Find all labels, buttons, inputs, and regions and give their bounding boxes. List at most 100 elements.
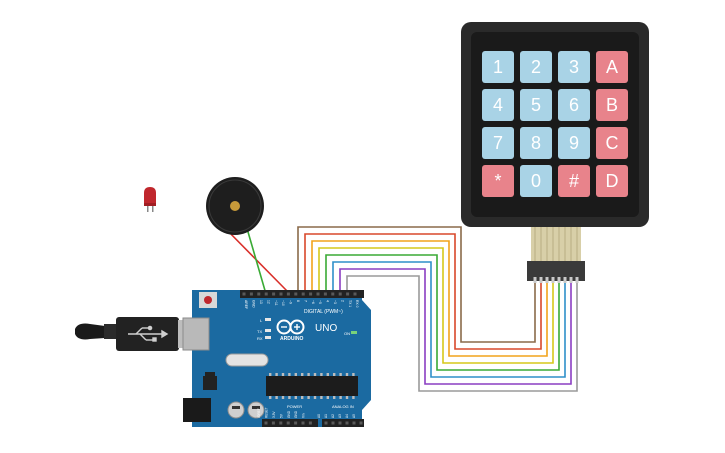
power-header [262, 419, 318, 427]
wire-7[interactable] [339, 268, 572, 385]
key-face [558, 127, 590, 159]
digital-pin-hole[interactable] [331, 292, 335, 296]
power-pin-hole[interactable] [271, 421, 275, 425]
digital-pin-label: 13 [259, 300, 263, 304]
digital-pin-hole[interactable] [272, 292, 276, 296]
key-9[interactable]: 9 [558, 127, 590, 159]
keypad-connector [527, 261, 585, 281]
power-pin-hole[interactable] [308, 421, 312, 425]
arduino-logo [276, 319, 305, 335]
digital-pin-label: 4 [326, 300, 330, 302]
digital-pin-hole[interactable] [338, 292, 342, 296]
key-d[interactable]: D [596, 165, 628, 197]
key-0[interactable]: 0 [520, 165, 552, 197]
wire-2[interactable] [304, 233, 542, 350]
digital-pin-hole[interactable] [242, 292, 246, 296]
power-pin-hole[interactable] [301, 421, 305, 425]
digital-pin-label: ~9 [289, 300, 293, 304]
led-rx-label: RX [257, 336, 263, 341]
wire-3[interactable] [311, 240, 548, 357]
key-7[interactable]: 7 [482, 127, 514, 159]
analog-pin-label: A2 [331, 414, 335, 418]
connector-pin [533, 277, 537, 283]
wire-4[interactable] [318, 247, 554, 364]
key-label: C [606, 133, 619, 153]
chip-pin [294, 396, 297, 399]
key-5[interactable]: 5 [520, 89, 552, 121]
power-pin-hole[interactable] [294, 421, 298, 425]
digital-pin-hole[interactable] [301, 292, 305, 296]
power-pin-hole[interactable] [264, 421, 268, 425]
wire-5[interactable] [325, 254, 560, 371]
digital-pin-hole[interactable] [316, 292, 320, 296]
key-face [520, 51, 552, 83]
analog-pin-hole[interactable] [345, 421, 349, 425]
connector-pin [557, 277, 561, 283]
on-led-label: ON [344, 331, 350, 336]
digital-pin-label: GND [252, 300, 256, 308]
power-pin-hole[interactable] [279, 421, 283, 425]
key-hash[interactable]: # [558, 165, 590, 197]
key-label: 2 [531, 57, 541, 77]
chip-pin [281, 396, 285, 399]
usb-cable-end [75, 323, 105, 340]
key-label: D [606, 171, 619, 191]
buzzer-center [230, 201, 240, 211]
piezo-buzzer[interactable] [206, 177, 291, 295]
digital-pin-hole[interactable] [279, 292, 283, 296]
key-4[interactable]: 4 [482, 89, 514, 121]
analog-pin-hole[interactable] [359, 421, 363, 425]
digital-pin-hole[interactable] [257, 292, 261, 296]
digital-pin-label: TX 1 [348, 300, 352, 307]
digital-pin-hole[interactable] [249, 292, 253, 296]
analog-pin-hole[interactable] [324, 421, 328, 425]
key-1[interactable]: 1 [482, 51, 514, 83]
key-2[interactable]: 2 [520, 51, 552, 83]
digital-pin-hole[interactable] [309, 292, 313, 296]
chip-pin [333, 373, 336, 376]
key-3[interactable]: 3 [558, 51, 590, 83]
digital-header-label: DIGITAL (PWM~) [304, 309, 343, 315]
digital-pin-label: 7 [303, 300, 307, 302]
digital-pin-hole[interactable] [353, 292, 357, 296]
key-8[interactable]: 8 [520, 127, 552, 159]
key-face [558, 51, 590, 83]
usb-cable[interactable] [75, 317, 198, 351]
wire-8[interactable] [346, 275, 578, 392]
key-label: 0 [531, 171, 541, 191]
digital-pin-label: AREF [244, 300, 248, 309]
key-face [520, 89, 552, 121]
power-pin-hole[interactable] [286, 421, 290, 425]
analog-pin-hole[interactable] [331, 421, 335, 425]
key-a[interactable]: A [596, 51, 628, 83]
chip-pin [345, 396, 349, 399]
key-face [482, 127, 514, 159]
analog-header-label: ANALOG IN [332, 404, 354, 409]
analog-pin-hole[interactable] [352, 421, 356, 425]
key-6[interactable]: 6 [558, 89, 590, 121]
digital-pin-hole[interactable] [323, 292, 327, 296]
digital-pin-hole[interactable] [264, 292, 268, 296]
analog-pin-label: A1 [324, 414, 328, 418]
key-c[interactable]: C [596, 127, 628, 159]
analog-pin-hole[interactable] [338, 421, 342, 425]
key-star[interactable]: * [482, 165, 514, 197]
digital-pin-hole[interactable] [286, 292, 290, 296]
chip-pin [345, 373, 349, 376]
key-label: 6 [569, 95, 579, 115]
crystal-oscillator [225, 353, 269, 367]
red-led[interactable] [144, 187, 156, 212]
chip-pin [326, 396, 329, 399]
led-l [265, 318, 271, 321]
digital-pin-hole[interactable] [294, 292, 298, 296]
chip-pin [288, 396, 291, 399]
key-b[interactable]: B [596, 89, 628, 121]
chip-pin [333, 396, 336, 399]
wire-6[interactable] [332, 261, 566, 378]
digital-pin-hole[interactable] [346, 292, 350, 296]
wire-1[interactable] [297, 226, 536, 343]
key-face [482, 165, 514, 197]
